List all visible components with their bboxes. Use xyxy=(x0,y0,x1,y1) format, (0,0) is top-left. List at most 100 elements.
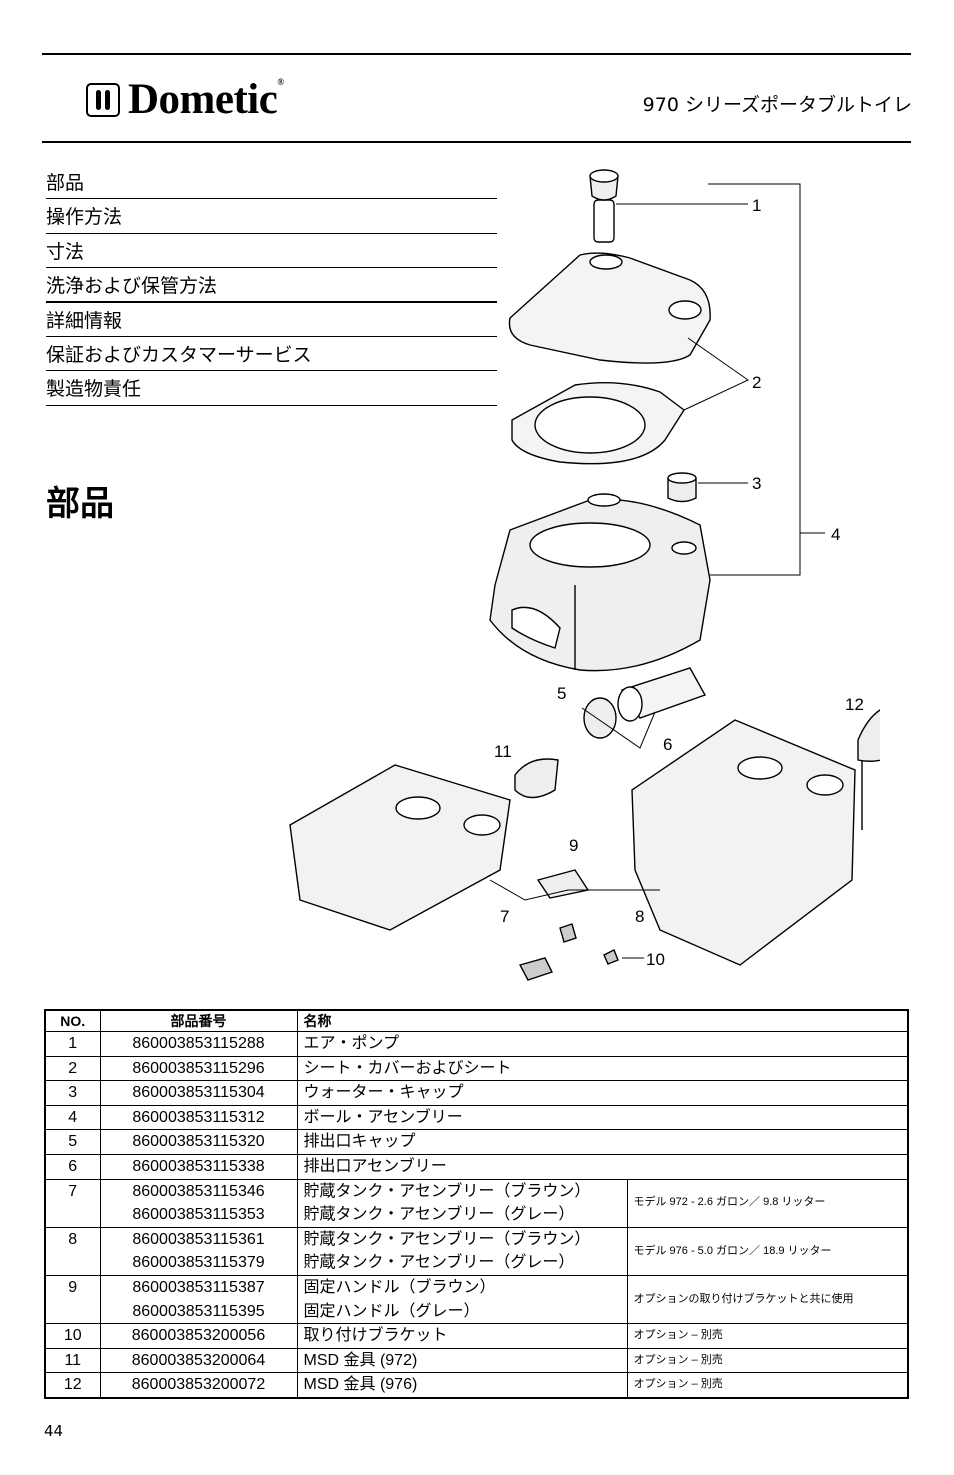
cell-part-number: 860003853200072 xyxy=(99,1372,298,1399)
cell-note: オプション – 別売 xyxy=(626,1323,909,1349)
callout-label: 5 xyxy=(557,684,566,703)
cell-part-number: 860003853115296 xyxy=(99,1055,298,1082)
toc-item[interactable]: 洗浄および保管方法 xyxy=(46,268,497,303)
cell-name-line: 貯蔵タンク・アセンブリー（ブラウン） xyxy=(303,1182,591,1200)
cell-no-line: 12 xyxy=(63,1376,82,1394)
cell-part-number-line: 860003853200056 xyxy=(131,1327,266,1345)
bowl-assembly-drawing xyxy=(489,493,711,672)
cell-no-line: 8 xyxy=(68,1230,78,1248)
cell-part-number: 860003853200064 xyxy=(99,1347,298,1374)
cell-no-line: 9 xyxy=(68,1278,78,1296)
toc-item[interactable]: 寸法 xyxy=(46,234,497,269)
toc-item[interactable]: 部品 xyxy=(46,165,497,200)
cell-part-number-line: 860003853115395 xyxy=(132,1302,265,1320)
cell-note: オプション – 別売 xyxy=(626,1347,909,1374)
cell-no: 12 xyxy=(44,1372,101,1399)
cell-note-line: モデル 972 - 2.6 ガロン／ 9.8 リッター xyxy=(633,1196,826,1209)
callout-label: 12 xyxy=(845,695,864,714)
cell-part-number-line: 860003853115338 xyxy=(132,1157,265,1175)
cell-no: 9 xyxy=(44,1274,101,1325)
cell-name-line: 排出口アセンブリー xyxy=(303,1157,447,1175)
cell-name-line: ボール・アセンブリー xyxy=(303,1108,463,1126)
cell-name-line: 固定ハンドル（グレー） xyxy=(303,1302,480,1320)
cell-part-number-line: 860003853200064 xyxy=(131,1351,266,1369)
cell-no: 10 xyxy=(44,1323,101,1349)
exploded-parts-diagram: 1 2 3 4 5 6 7 8 9 10 11 12 xyxy=(289,169,880,981)
cell-no-line: 2 xyxy=(68,1059,78,1077)
cell-name-line: 取り付けブラケット xyxy=(303,1327,448,1345)
cell-part-number: 860003853115312 xyxy=(99,1104,298,1131)
cell-no: 5 xyxy=(44,1129,101,1155)
cell-no-line: 6 xyxy=(68,1157,78,1175)
cell-note: オプションの取り付けブラケットと共に使用 xyxy=(626,1274,909,1325)
table-row: 3 860003853115304 ウォーター・キャップ xyxy=(44,1080,909,1106)
toc-item[interactable]: 操作方法 xyxy=(46,199,497,234)
cell-part-number-line: 860003853115312 xyxy=(132,1108,265,1126)
cell-name: シート・カバーおよびシート xyxy=(296,1055,909,1082)
cell-name: MSD 金具 (976) xyxy=(296,1372,628,1399)
toc-item[interactable]: 保証およびカスタマーサービス xyxy=(46,337,497,372)
cell-part-number-line: 860003853115353 xyxy=(132,1206,265,1224)
callout-label: 2 xyxy=(752,373,761,392)
cell-no: 7 xyxy=(44,1178,101,1228)
cell-name: ウォーター・キャップ xyxy=(296,1080,909,1106)
leader-lines xyxy=(489,183,825,959)
cell-no-line: 5 xyxy=(68,1133,78,1151)
cell-name: MSD 金具 (972) xyxy=(296,1347,628,1374)
cell-note: モデル 976 - 5.0 ガロン／ 18.9 リッター xyxy=(626,1226,909,1276)
cell-no: 8 xyxy=(44,1226,101,1276)
cell-name-line: ウォーター・キャップ xyxy=(303,1084,464,1102)
callout-label: 4 xyxy=(831,525,840,544)
handle-bracket-drawing xyxy=(518,869,619,981)
cell-part-number: 860003853115338 xyxy=(99,1153,298,1180)
cell-part-number: 860003853115304 xyxy=(99,1080,298,1106)
cell-name-line: MSD 金具 (972) xyxy=(303,1351,418,1369)
cell-note-line: オプション – 別売 xyxy=(633,1353,723,1366)
header-rule xyxy=(42,141,911,143)
cell-no-line: 11 xyxy=(64,1351,82,1369)
cell-no: 6 xyxy=(44,1153,101,1180)
cell-no: 3 xyxy=(44,1080,101,1106)
cell-name-line: 固定ハンドル（ブラウン） xyxy=(303,1278,496,1296)
table-row: 6 860003853115338 排出口アセンブリー xyxy=(44,1153,909,1180)
series-title: 970 シリーズポータブルトイレ xyxy=(642,94,912,116)
cell-no-line: 3 xyxy=(68,1084,78,1102)
cell-name: エア・ポンプ xyxy=(296,1031,909,1057)
cell-name-line: 貯蔵タンク・アセンブリー（グレー） xyxy=(303,1254,575,1272)
callout-label: 11 xyxy=(494,742,512,761)
cell-no: 2 xyxy=(44,1055,101,1082)
dometic-logo-icon xyxy=(86,82,120,117)
cell-part-number: 860003853115288 xyxy=(99,1031,298,1057)
toc-item[interactable]: 詳細情報 xyxy=(46,303,497,337)
small-tank-drawing xyxy=(289,758,559,931)
cell-name: 貯蔵タンク・アセンブリー（ブラウン）貯蔵タンク・アセンブリー（グレー） xyxy=(296,1178,628,1228)
top-rule xyxy=(42,53,911,55)
cell-note: モデル 972 - 2.6 ガロン／ 9.8 リッター xyxy=(626,1178,909,1228)
cell-name: ボール・アセンブリー xyxy=(296,1104,909,1131)
cell-note-line: オプション – 別売 xyxy=(633,1378,723,1391)
cell-part-number-line: 860003853115379 xyxy=(132,1254,265,1272)
column-header-name: 名称 xyxy=(296,1009,909,1032)
toc-item[interactable]: 製造物責任 xyxy=(46,371,497,406)
callout-label: 7 xyxy=(500,907,509,926)
outlet-assembly-drawing xyxy=(583,667,707,739)
cell-part-number-line: 860003853115288 xyxy=(132,1035,265,1052)
cell-note-line: オプション – 別売 xyxy=(633,1329,723,1342)
seat-cover-drawing xyxy=(508,252,711,465)
table-of-contents: 部品 操作方法 寸法 洗浄および保管方法 詳細情報 保証およびカスタマーサービス… xyxy=(46,165,497,406)
cell-name-line: 排出口キャップ xyxy=(303,1133,416,1151)
callout-label: 8 xyxy=(635,907,644,926)
cell-name: 貯蔵タンク・アセンブリー（ブラウン）貯蔵タンク・アセンブリー（グレー） xyxy=(296,1226,628,1276)
column-header-no: NO. xyxy=(44,1009,101,1032)
cell-name-line: エア・ポンプ xyxy=(303,1035,400,1052)
column-header-part-number: 部品番号 xyxy=(99,1009,298,1032)
